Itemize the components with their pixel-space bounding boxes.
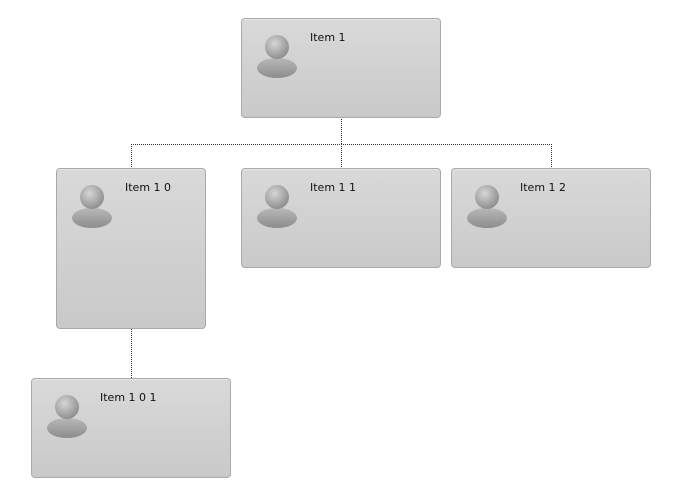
node-label: Item 1 xyxy=(310,31,346,44)
node-label: Item 1 0 1 xyxy=(100,391,157,404)
node-item-1-1[interactable]: Item 1 1 xyxy=(241,168,441,268)
user-avatar-icon xyxy=(45,390,89,438)
node-label: Item 1 0 xyxy=(125,181,172,194)
user-avatar-icon xyxy=(255,30,299,78)
node-item-1[interactable]: Item 1 xyxy=(241,18,441,118)
user-avatar-icon xyxy=(465,180,509,228)
node-item-1-0[interactable]: Item 1 0 xyxy=(56,168,206,329)
user-avatar-icon xyxy=(255,180,299,228)
node-label: Item 1 2 xyxy=(520,181,567,194)
node-item-1-2[interactable]: Item 1 2 xyxy=(451,168,651,268)
node-item-1-0-1[interactable]: Item 1 0 1 xyxy=(31,378,231,478)
user-avatar-icon xyxy=(70,180,114,228)
node-label: Item 1 1 xyxy=(310,181,357,194)
